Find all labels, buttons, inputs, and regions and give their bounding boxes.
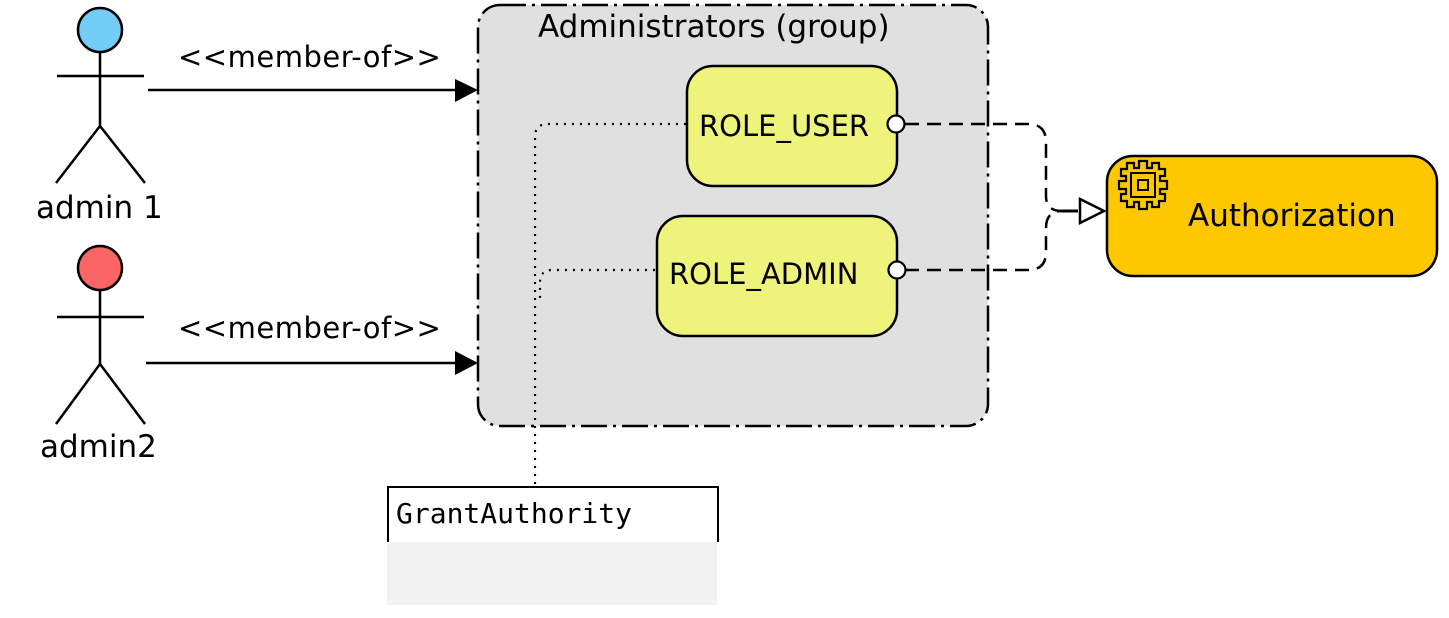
authorization-label: Authorization xyxy=(1188,198,1396,234)
note-connector-admin xyxy=(538,268,655,300)
member-of-arrow-1[interactable] xyxy=(148,79,478,102)
actor-head xyxy=(76,6,124,54)
gear-icon xyxy=(1117,159,1169,211)
note-header[interactable] xyxy=(387,486,719,542)
actor-head xyxy=(76,244,124,292)
actor-name-admin-1: admin 1 xyxy=(36,190,163,226)
member-of-arrow-2[interactable] xyxy=(146,351,478,375)
actor-admin-2[interactable] xyxy=(54,244,146,425)
role-user-label: ROLE_USER xyxy=(699,109,870,143)
member-of-label-1: <<member-of>> xyxy=(178,40,442,74)
realization-arrowhead xyxy=(1078,196,1107,226)
port-role-admin[interactable] xyxy=(887,260,907,280)
realization-line-user xyxy=(905,122,1063,213)
role-admin-label: ROLE_ADMIN xyxy=(669,257,859,291)
group-title: Administrators (group) xyxy=(538,9,890,45)
authorization-box[interactable] xyxy=(1105,154,1439,278)
port-role-user[interactable] xyxy=(886,114,906,134)
actor-admin-1[interactable] xyxy=(55,6,146,184)
member-of-label-2: <<member-of>> xyxy=(178,311,442,345)
actor-name-admin-2: admin2 xyxy=(40,429,157,465)
note-label: GrantAuthority xyxy=(396,497,633,530)
